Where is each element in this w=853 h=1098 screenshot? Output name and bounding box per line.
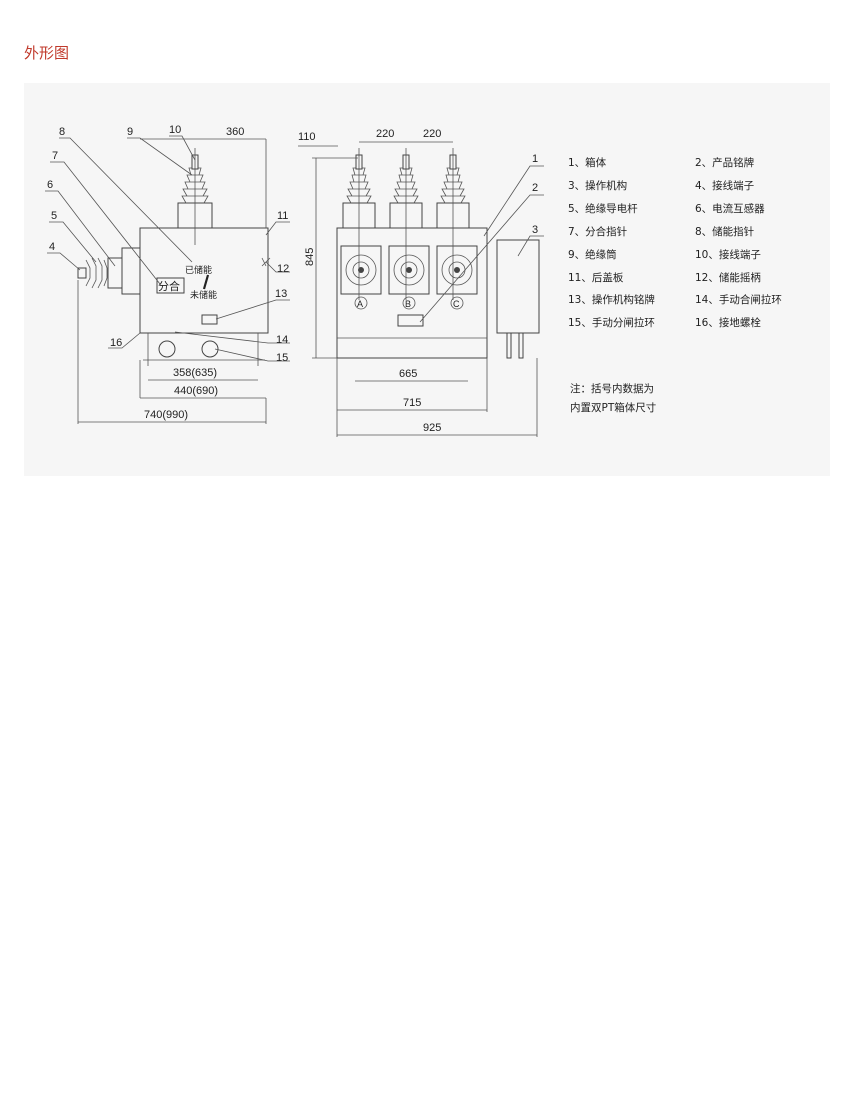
dim-665: 665 xyxy=(399,368,417,380)
leader-6 xyxy=(45,190,116,267)
callout-2: 2 xyxy=(532,182,538,194)
legend-item: 15、手动分闸拉环 xyxy=(568,316,655,329)
mechanism-leg-r xyxy=(518,332,524,359)
label-open-close: 分合 xyxy=(158,279,180,293)
open-ring xyxy=(201,340,219,358)
dim-440: 440(690) xyxy=(174,385,218,397)
mechanism-leg-l xyxy=(506,332,512,359)
legend-note-2: 内置双PT箱体尺寸 xyxy=(570,401,656,414)
close-ring xyxy=(158,340,176,358)
phase-windows xyxy=(340,245,478,310)
leader-3 xyxy=(517,235,544,257)
dim-715: 715 xyxy=(403,397,421,409)
legend-note-1: 注：括号内数据为 xyxy=(570,382,654,395)
callout-11: 11 xyxy=(277,210,288,222)
callout-8: 8 xyxy=(59,126,65,138)
leader-1 xyxy=(483,165,544,237)
legend-item: 2、产品铭牌 xyxy=(695,156,755,169)
leader-8 xyxy=(59,137,193,263)
leader-7 xyxy=(50,161,161,285)
legend-item: 10、接线端子 xyxy=(695,248,761,261)
leader-9 xyxy=(127,137,193,176)
legend-item: 9、绝缘筒 xyxy=(568,248,617,261)
mechanism-nameplate xyxy=(201,314,218,325)
callout-14: 14 xyxy=(276,334,288,346)
legend-item: 1、箱体 xyxy=(568,156,607,169)
side-left-terminal xyxy=(77,267,87,279)
callout-15: 15 xyxy=(276,352,288,364)
legend-item: 6、电流互感器 xyxy=(695,202,765,215)
callout-7: 7 xyxy=(52,150,58,162)
side-ct xyxy=(107,257,123,289)
dim-845: 845 xyxy=(304,248,316,266)
dim-220-a: 220 xyxy=(376,128,394,140)
leader-14 xyxy=(174,331,290,344)
side-view xyxy=(45,135,290,424)
dim-740: 740(990) xyxy=(144,409,188,421)
legend-item: 12、储能摇柄 xyxy=(695,271,761,284)
product-nameplate xyxy=(397,314,424,327)
phase-b: B xyxy=(405,299,411,309)
storage-pointer xyxy=(202,274,210,290)
legend-item: 11、后盖板 xyxy=(568,271,624,284)
callout-1: 1 xyxy=(532,153,538,165)
label-not-stored: 未储能 xyxy=(190,289,217,301)
legend-item: 8、储能指针 xyxy=(695,225,754,238)
dim-358: 358(635) xyxy=(173,367,217,379)
callout-10: 10 xyxy=(169,124,181,136)
callout-3: 3 xyxy=(532,224,538,236)
callout-16: 16 xyxy=(110,337,122,349)
legend-item: 16、接地螺栓 xyxy=(695,316,761,329)
leader-11 xyxy=(265,221,290,236)
leader-2 xyxy=(419,194,544,323)
callout-12: 12 xyxy=(277,263,289,275)
legend-item: 3、操作机构 xyxy=(568,179,627,192)
callout-9: 9 xyxy=(127,126,133,138)
callout-13: 13 xyxy=(275,288,287,300)
leader-13 xyxy=(215,299,290,320)
legend: 1、箱体 2、产品铭牌 3、操作机构 4、接线端子 5、绝缘导电杆 6、电流互感… xyxy=(568,156,782,414)
leader-10 xyxy=(169,135,196,161)
side-left-sheds xyxy=(85,257,108,289)
label-stored: 已储能 xyxy=(185,264,212,276)
front-view xyxy=(298,141,544,437)
dim-360: 360 xyxy=(226,126,244,138)
legend-item: 7、分合指针 xyxy=(568,225,627,238)
callout-6: 6 xyxy=(47,179,53,191)
phase-a: A xyxy=(357,299,363,309)
open-close-window xyxy=(156,277,185,294)
dim-925: 925 xyxy=(423,422,441,434)
dim-110: 110 xyxy=(298,131,316,143)
legend-item: 14、手动合闸拉环 xyxy=(695,293,782,306)
callout-4: 4 xyxy=(49,241,55,253)
leader-4 xyxy=(47,252,81,271)
page-title: 外形图 xyxy=(24,44,70,62)
leader-16 xyxy=(108,332,141,349)
dim-220-b: 220 xyxy=(423,128,441,140)
leader-5 xyxy=(49,221,97,263)
legend-item: 5、绝缘导电杆 xyxy=(568,202,638,215)
mechanism-box xyxy=(496,239,540,334)
leader-12 xyxy=(265,261,290,273)
phase-c: C xyxy=(453,299,460,309)
legend-item: 4、接线端子 xyxy=(695,179,754,192)
callout-5: 5 xyxy=(51,210,57,222)
legend-item: 13、操作机构铭牌 xyxy=(568,293,655,306)
leader-15 xyxy=(214,348,290,362)
